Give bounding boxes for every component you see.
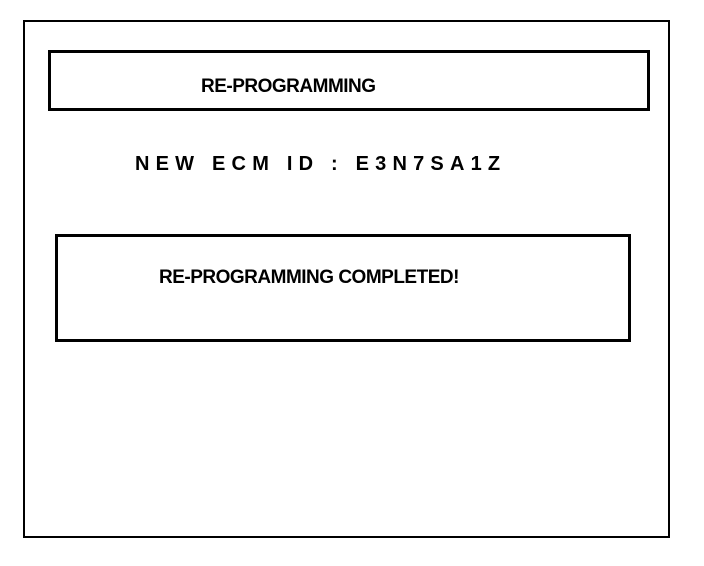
title-bar: RE-PROGRAMMING (48, 50, 650, 111)
new-ecm-id-readout: NEW ECM ID : E3N7SA1Z (135, 153, 507, 175)
completion-message: RE-PROGRAMMING COMPLETED! (159, 267, 459, 288)
scan-tool-screen (23, 20, 670, 538)
status-message-box: RE-PROGRAMMING COMPLETED! (55, 234, 631, 342)
screen-title: RE-PROGRAMMING (201, 76, 376, 97)
